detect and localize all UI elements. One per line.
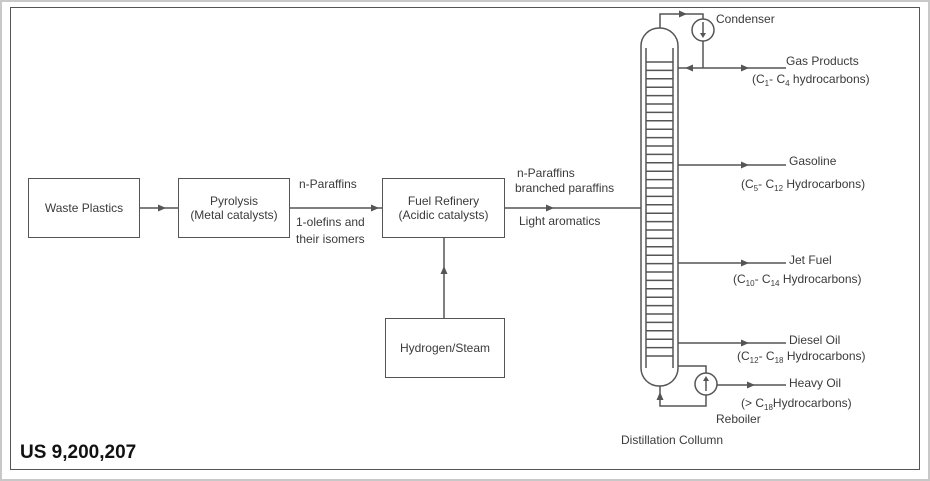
range-text: Hydrocarbons) bbox=[783, 349, 865, 363]
arrowhead bbox=[741, 162, 749, 169]
pyrolysis-out-n-paraffins: n-Paraffins bbox=[299, 177, 357, 191]
range-subscript: 12 bbox=[750, 356, 759, 365]
hydrogen-steam-label: Hydrogen/Steam bbox=[400, 341, 490, 355]
waste-plastics-label: Waste Plastics bbox=[45, 201, 123, 215]
line-reboiler-feed bbox=[678, 366, 706, 373]
arrowhead bbox=[741, 260, 749, 267]
column-trays bbox=[646, 62, 673, 356]
arrowhead bbox=[700, 33, 706, 38]
range-text: - C bbox=[755, 272, 771, 286]
condenser-label: Condenser bbox=[716, 12, 775, 26]
range-text: Hydrocarbons) bbox=[779, 272, 861, 286]
arrowhead bbox=[371, 205, 379, 212]
pyrolysis-out-isomers: their isomers bbox=[296, 232, 365, 246]
product-gas-name: Gas Products bbox=[786, 54, 859, 68]
arrowhead bbox=[747, 382, 755, 389]
range-text: Hydrocarbons) bbox=[783, 177, 865, 191]
range-subscript: 10 bbox=[746, 279, 755, 288]
arrowhead bbox=[741, 65, 749, 72]
product-heavy-oil-name: Heavy Oil bbox=[789, 376, 841, 390]
fuel-refinery-title: Fuel Refinery bbox=[408, 194, 479, 208]
pyrolysis-box: Pyrolysis (Metal catalysts) bbox=[178, 178, 290, 238]
arrowhead bbox=[679, 11, 687, 18]
product-gasoline-range: (C5- C12 Hydrocarbons) bbox=[741, 177, 865, 191]
range-text: (C bbox=[741, 177, 754, 191]
range-subscript: 12 bbox=[774, 184, 783, 193]
fuel-refinery-subtitle: (Acidic catalysts) bbox=[398, 208, 488, 222]
pyrolysis-subtitle: (Metal catalysts) bbox=[190, 208, 277, 222]
refinery-out-light-aromatics: Light aromatics bbox=[519, 214, 600, 228]
range-subscript: 18 bbox=[764, 403, 773, 412]
range-text: (C bbox=[737, 349, 750, 363]
product-gas-range: (C1- C4 hydrocarbons) bbox=[752, 72, 870, 86]
range-text: (C bbox=[752, 72, 765, 86]
fuel-refinery-box: Fuel Refinery (Acidic catalysts) bbox=[382, 178, 505, 238]
product-gasoline-name: Gasoline bbox=[789, 154, 836, 168]
product-diesel-oil-range: (C12- C18 Hydrocarbons) bbox=[737, 349, 866, 363]
refinery-out-branched-paraffins: branched paraffins bbox=[515, 181, 614, 195]
arrowhead bbox=[685, 65, 693, 72]
pyrolysis-title: Pyrolysis bbox=[210, 194, 258, 208]
range-text: (C bbox=[733, 272, 746, 286]
patent-number: US 9,200,207 bbox=[20, 442, 136, 464]
range-text: (> C bbox=[741, 396, 764, 410]
range-text: Hydrocarbons) bbox=[773, 396, 852, 410]
arrowhead bbox=[441, 266, 448, 274]
range-text: - C bbox=[769, 72, 785, 86]
product-heavy-oil-range: (> C18Hydrocarbons) bbox=[741, 396, 852, 410]
distillation-column-label: Distillation Collumn bbox=[621, 433, 723, 447]
range-text: - C bbox=[759, 349, 775, 363]
product-jet-fuel-range: (C10- C14 Hydrocarbons) bbox=[733, 272, 862, 286]
product-diesel-oil-name: Diesel Oil bbox=[789, 333, 840, 347]
waste-plastics-box: Waste Plastics bbox=[28, 178, 140, 238]
arrowhead bbox=[546, 205, 554, 212]
arrowhead bbox=[741, 340, 749, 347]
reboiler-label: Reboiler bbox=[716, 412, 761, 426]
hydrogen-steam-box: Hydrogen/Steam bbox=[385, 318, 505, 378]
arrowhead bbox=[703, 376, 709, 381]
arrowhead bbox=[158, 205, 166, 212]
product-jet-fuel-name: Jet Fuel bbox=[789, 253, 832, 267]
line-reboiler-return bbox=[660, 386, 706, 406]
arrowhead bbox=[657, 392, 664, 400]
range-text: - C bbox=[758, 177, 774, 191]
pyrolysis-out-olefins: 1-olefins and bbox=[296, 215, 365, 229]
range-text: hydrocarbons) bbox=[790, 72, 870, 86]
refinery-out-n-paraffins: n-Paraffins bbox=[517, 166, 575, 180]
